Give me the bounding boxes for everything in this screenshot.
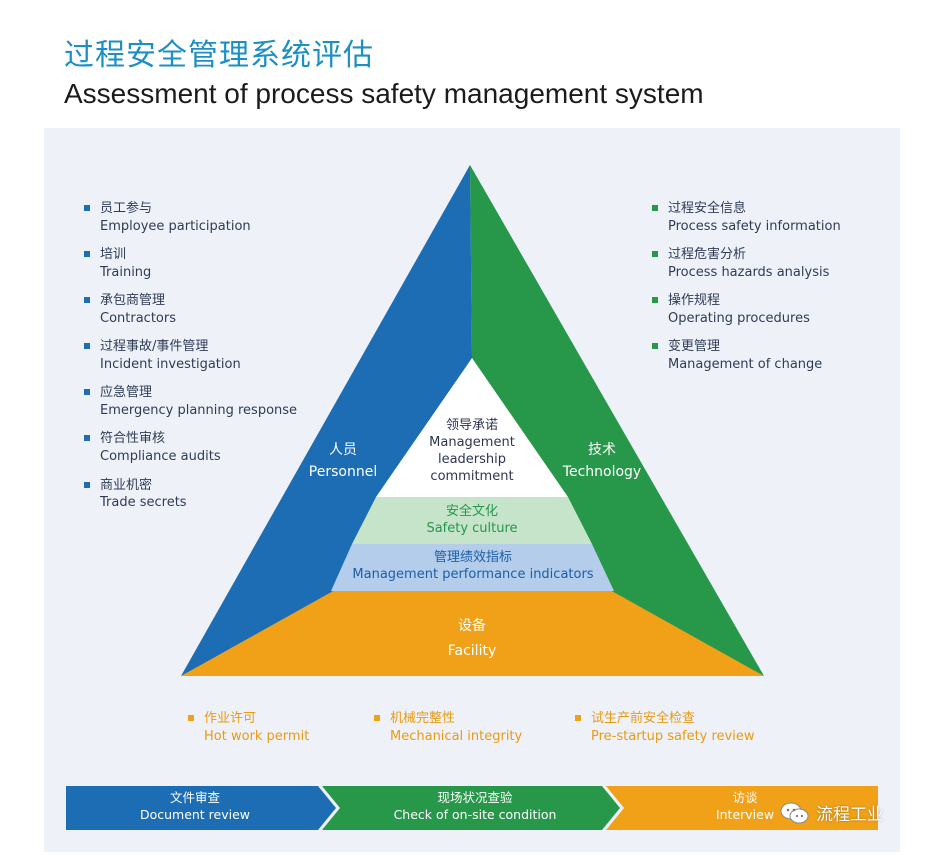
bullet-icon bbox=[84, 435, 90, 442]
step-onsite-check-label: 现场状况查验 Check of on-site condition bbox=[393, 790, 557, 822]
bullet-icon bbox=[84, 389, 90, 396]
bullet-icon bbox=[84, 251, 90, 258]
indicators-label: 管理绩效指标 Management performance indicators bbox=[352, 550, 594, 582]
bullet-icon bbox=[84, 297, 90, 304]
bullet-icon bbox=[652, 297, 658, 304]
bullet-icon bbox=[652, 251, 658, 258]
bullet-icon bbox=[374, 715, 380, 721]
watermark: 流程工业 bbox=[780, 800, 884, 825]
bullet-icon bbox=[84, 481, 90, 488]
personnel-segment bbox=[181, 165, 472, 676]
personnel-label: 人员 Personnel bbox=[308, 442, 378, 480]
wechat-icon bbox=[780, 802, 809, 823]
bullet-icon bbox=[84, 205, 90, 211]
culture-segment bbox=[352, 497, 592, 544]
technology-label: 技术 Technology bbox=[562, 442, 642, 480]
step-document-review-label: 文件审查 Document review bbox=[139, 790, 251, 822]
culture-label: 安全文化 Safety culture bbox=[426, 504, 518, 536]
facility-label: 设备 Facility bbox=[447, 618, 497, 659]
title-chinese: 过程安全管理系统评估 bbox=[64, 38, 374, 73]
bullet-icon bbox=[575, 715, 581, 721]
leadership-label: 领导承诺 Management leadership commitment bbox=[429, 418, 515, 484]
bullet-icon bbox=[652, 205, 658, 211]
indicators-segment bbox=[331, 544, 614, 591]
step-document-review bbox=[66, 786, 336, 830]
step-interview-label: 访谈 Interview bbox=[715, 790, 775, 822]
bullet-icon bbox=[188, 715, 194, 721]
step-interview bbox=[606, 786, 878, 830]
title-english: Assessment of process safety management … bbox=[64, 78, 704, 109]
bullet-icon bbox=[84, 343, 90, 350]
step-onsite-check bbox=[322, 786, 620, 830]
facility-segment bbox=[181, 590, 764, 676]
bullet-icon bbox=[652, 343, 658, 350]
technology-segment bbox=[470, 165, 764, 676]
leadership-segment bbox=[376, 358, 568, 497]
